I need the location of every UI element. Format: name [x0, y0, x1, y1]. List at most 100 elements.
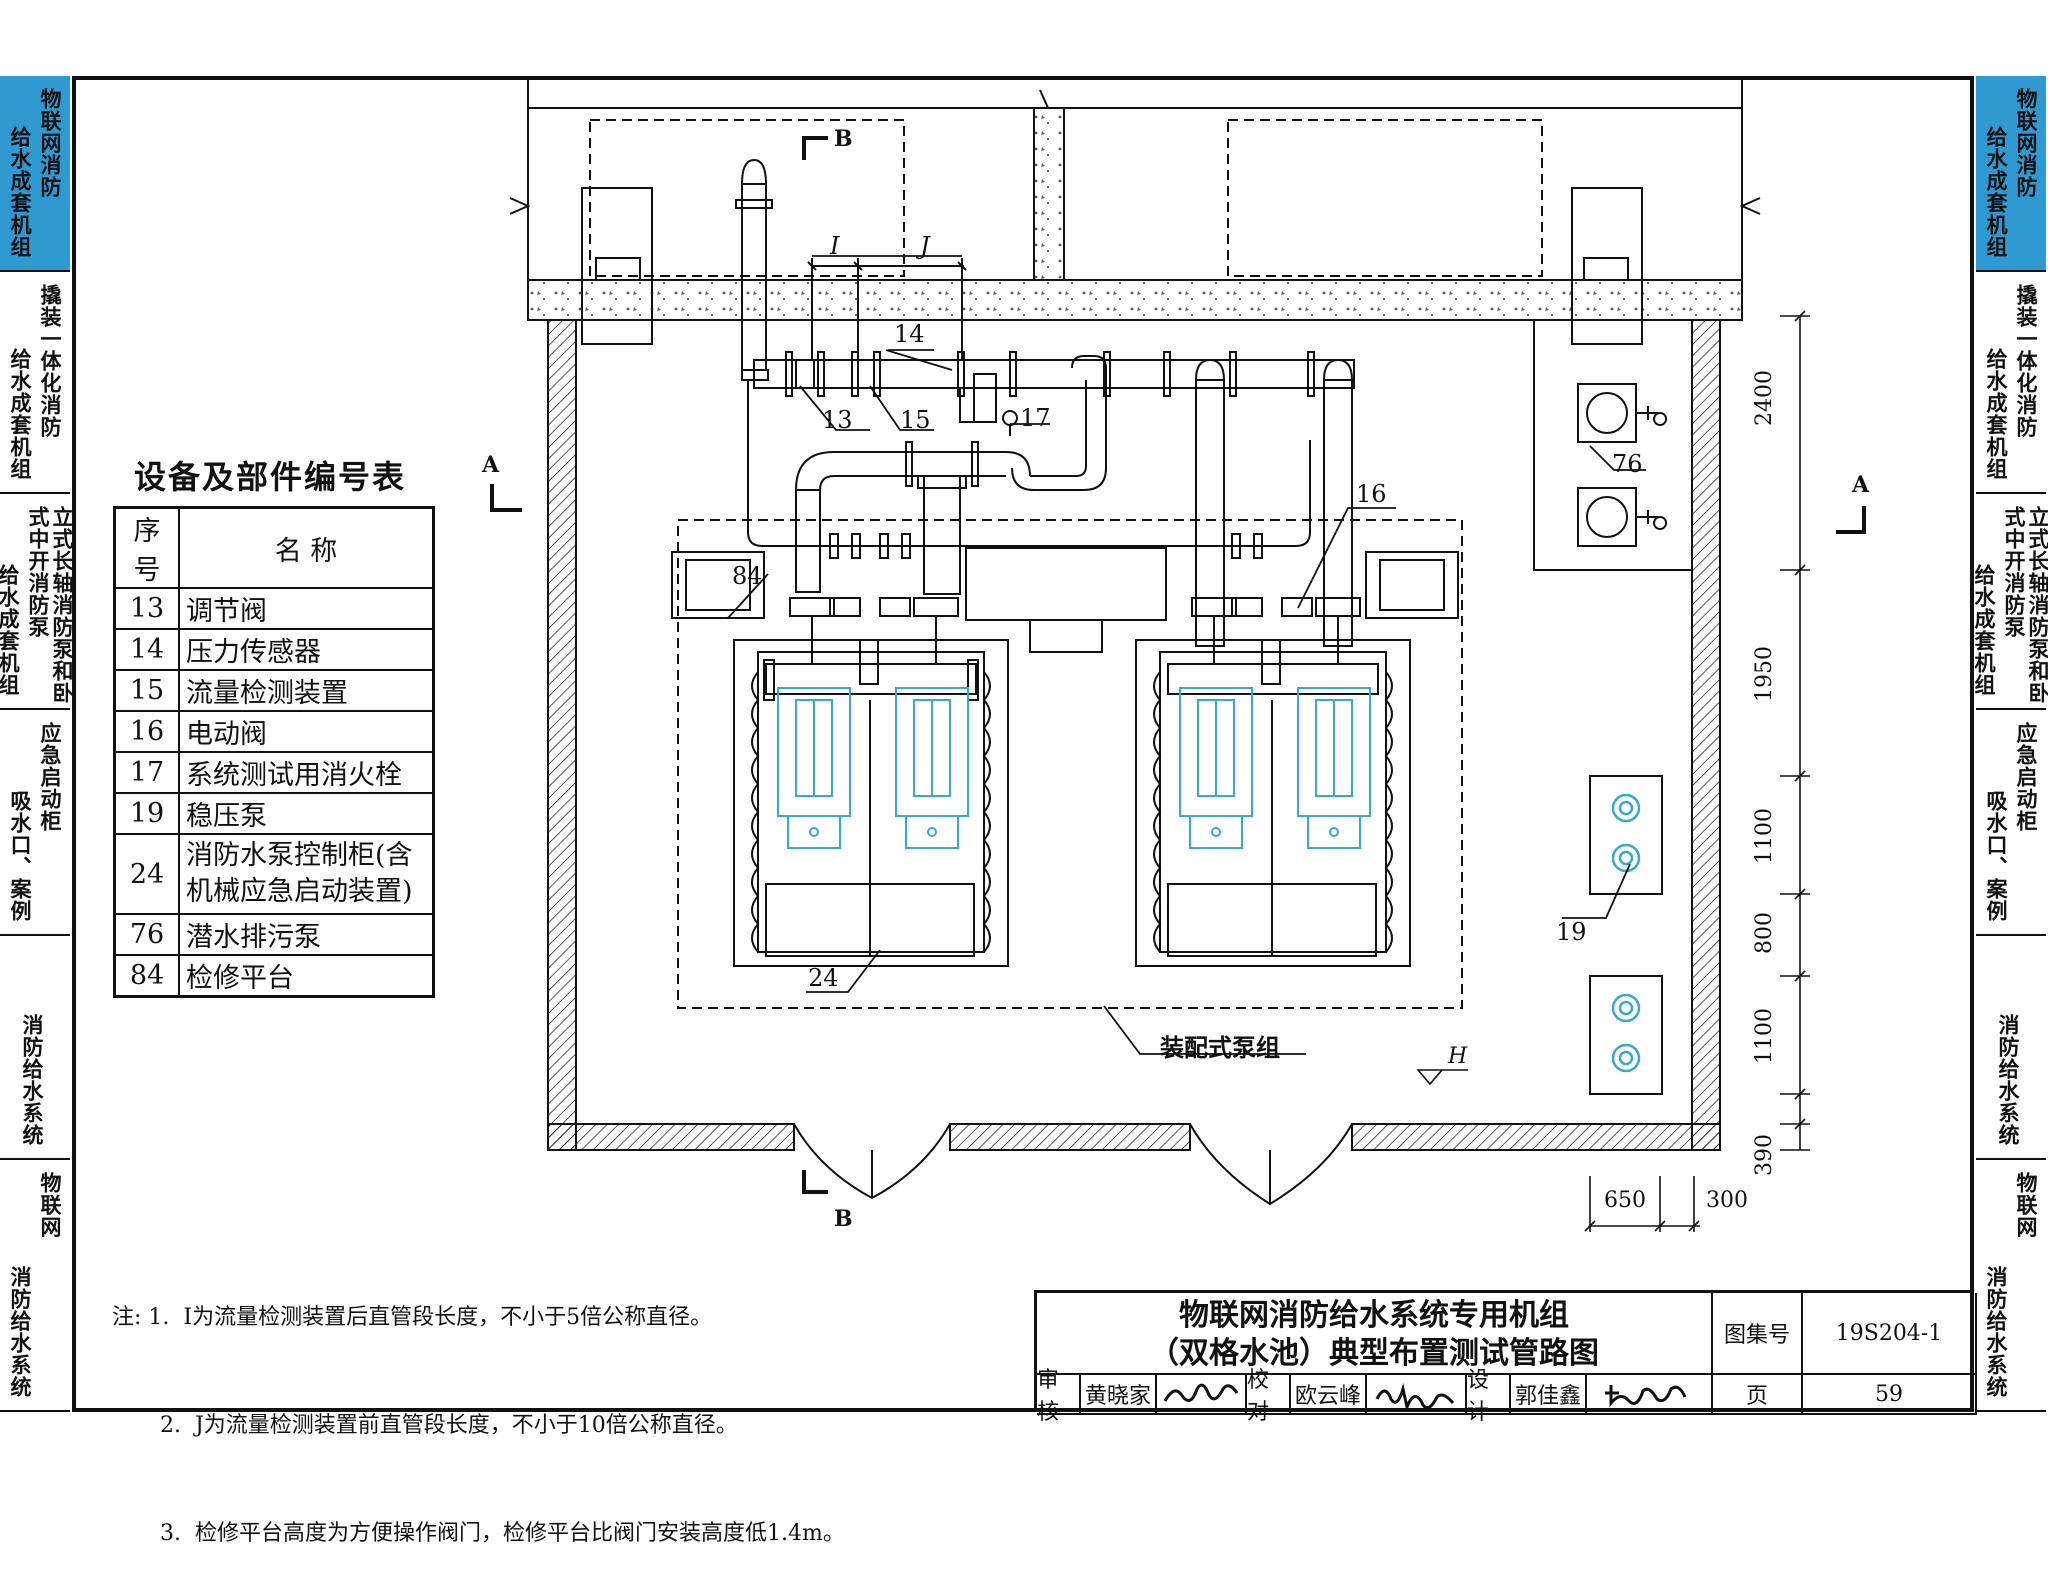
- row-number: 17: [113, 751, 180, 794]
- row-name: 系统测试用消火栓: [178, 751, 435, 794]
- upper-tank-structure: [509, 80, 1761, 345]
- row-name: 潜水排污泵: [178, 913, 435, 956]
- dim-390: 390: [1752, 1134, 1777, 1176]
- row-name: 稳压泵: [178, 792, 435, 835]
- header-no: 序号: [113, 506, 180, 589]
- note-line-3: 3. 检修平台高度为方便操作阀门，检修平台比阀门安装高度低1.4m。: [112, 1516, 845, 1552]
- row-number: 13: [113, 587, 180, 630]
- row-name: 流量检测装置: [178, 669, 435, 712]
- callout-16: 16: [1356, 480, 1387, 508]
- side-tab-text-a: 消防给水系统: [8, 1266, 33, 1398]
- side-tab-2[interactable]: 给水成套机组撬装一体化消防: [0, 272, 70, 494]
- elevation-symbol: [1416, 1069, 1468, 1086]
- side-tab-text-a: 吸水口、案例: [1984, 790, 2009, 922]
- sump-pit: [1533, 319, 1693, 571]
- row-name: 电动阀: [178, 710, 435, 753]
- side-tab-6[interactable]: 消防给水系统 物联网: [1976, 1160, 2046, 1412]
- dim-650: 650: [1604, 1188, 1646, 1213]
- pump-skid-left: [733, 597, 1009, 967]
- side-tab-text-a: 消防给水系统: [20, 1014, 45, 1146]
- side-tab-text-b: 撬装一体化消防: [38, 284, 63, 438]
- callout-84: 84: [732, 562, 763, 590]
- side-tab-text-a: 消防给水系统: [1984, 1266, 2009, 1398]
- row-number: 15: [113, 669, 180, 712]
- atlas-number: 19S204-1: [1803, 1293, 1977, 1375]
- notes-prefix: 注:: [112, 1305, 142, 1330]
- dim-1100-b: 1100: [1752, 1008, 1777, 1064]
- checker-name: 欧云峰: [1291, 1375, 1367, 1415]
- signature-icon: [1375, 1383, 1455, 1409]
- side-tab-2[interactable]: 给水成套机组撬装一体化消防: [1976, 272, 2046, 494]
- atlas-label: 图集号: [1713, 1293, 1803, 1375]
- note-3: 3. 检修平台高度为方便操作阀门，检修平台比阀门安装高度低1.4m。: [160, 1521, 845, 1546]
- callout-13: 13: [822, 406, 853, 434]
- side-tab-5[interactable]: 消防给水系统: [0, 936, 70, 1160]
- side-tab-text-b: 物联网: [2014, 1172, 2039, 1238]
- side-tab-text-a: 给水成套机组: [8, 126, 33, 258]
- header-name: 名 称: [178, 506, 435, 589]
- side-tab-1[interactable]: 给水成套机组物联网消防: [1976, 76, 2046, 272]
- pump-room-walls: [547, 319, 1721, 1151]
- side-tab-4[interactable]: 吸水口、案例应急启动柜: [0, 710, 70, 936]
- callout-leaders: [727, 255, 1646, 1055]
- side-tab-text-b: 应急启动柜: [38, 722, 63, 832]
- title-block: 物联网消防给水系统专用机组 （双格水池）典型布置测试管路图 图集号 19S204…: [1034, 1290, 1977, 1425]
- check-label: 校对: [1247, 1368, 1291, 1425]
- dim-i-label: I: [830, 232, 840, 260]
- side-tab-text-b: 应急启动柜: [2014, 722, 2039, 832]
- equipment-table-title: 设备及部件编号表: [134, 458, 407, 496]
- test-pipework: [735, 158, 1355, 647]
- drawing-frame: [72, 76, 1974, 1412]
- side-tab-text-a: 给水成套机组: [8, 348, 33, 480]
- row-number: 84: [113, 954, 180, 998]
- callout-24: 24: [808, 964, 839, 992]
- side-tab-text-a: 给水成套机组: [0, 564, 21, 696]
- side-tab-text-a: 消防给水系统: [1996, 1014, 2021, 1146]
- signature-icon: [1605, 1385, 1687, 1408]
- side-tab-5[interactable]: 消防给水系统: [1976, 936, 2046, 1160]
- elevation-h-label: H: [1448, 1044, 1468, 1069]
- side-tab-text-b: 立式长轴消防泵和卧式中开消防泵: [2002, 506, 2048, 704]
- side-tab-6[interactable]: 消防给水系统物联网: [0, 1160, 70, 1412]
- section-markers: [490, 136, 1866, 1194]
- row-number: 24: [113, 833, 180, 915]
- page-label: 页: [1713, 1375, 1803, 1415]
- maintenance-platform: [671, 547, 1459, 653]
- row-number: 16: [113, 710, 180, 753]
- row-name: 调节阀: [178, 587, 435, 630]
- section-a-right: A: [1852, 472, 1870, 498]
- side-tab-1[interactable]: 给水成套机组物联网消防: [0, 76, 70, 272]
- side-tab-3[interactable]: 给水成套机组立式长轴消防泵和卧式中开消防泵: [0, 494, 75, 710]
- dim-800: 800: [1752, 912, 1777, 954]
- drawing-notes: 注: 1. I为流量检测装置后直管段长度，不小于5倍公称直径。 2. J为流量检…: [112, 1228, 845, 1588]
- side-tab-3[interactable]: 给水成套机组立式长轴消防泵和卧式中开消防泵: [1972, 494, 2048, 710]
- pump-room-plan: [490, 80, 1866, 1232]
- designer-signature: [1587, 1375, 1713, 1415]
- reviewer-name: 黄晓家: [1081, 1375, 1157, 1415]
- doors: [793, 1123, 1353, 1206]
- section-b-bottom: B: [834, 1206, 853, 1232]
- note-1: 1. I为流量检测装置后直管段长度，不小于5倍公称直径。: [148, 1305, 713, 1330]
- note-line-1: 注: 1. I为流量检测装置后直管段长度，不小于5倍公称直径。: [112, 1300, 845, 1336]
- callout-76: 76: [1612, 450, 1643, 478]
- checker-signature: [1367, 1375, 1467, 1415]
- callout-19: 19: [1556, 918, 1587, 946]
- side-tab-text-b: 立式长轴消防泵和卧式中开消防泵: [26, 506, 75, 704]
- row-name: 检修平台: [178, 954, 435, 998]
- pump-group-label: 装配式泵组: [1160, 1033, 1280, 1062]
- row-number: 19: [113, 792, 180, 835]
- designer-name: 郭佳鑫: [1511, 1375, 1587, 1415]
- jockey-pumps: [1589, 775, 1663, 1095]
- side-index-left: 给水成套机组物联网消防给水成套机组撬装一体化消防给水成套机组立式长轴消防泵和卧式…: [0, 76, 75, 1412]
- pump-skid-right: [1135, 597, 1411, 967]
- side-tab-4[interactable]: 吸水口、案例应急启动柜: [1976, 710, 2046, 936]
- dimension-chain-bottom: [1584, 1176, 1700, 1232]
